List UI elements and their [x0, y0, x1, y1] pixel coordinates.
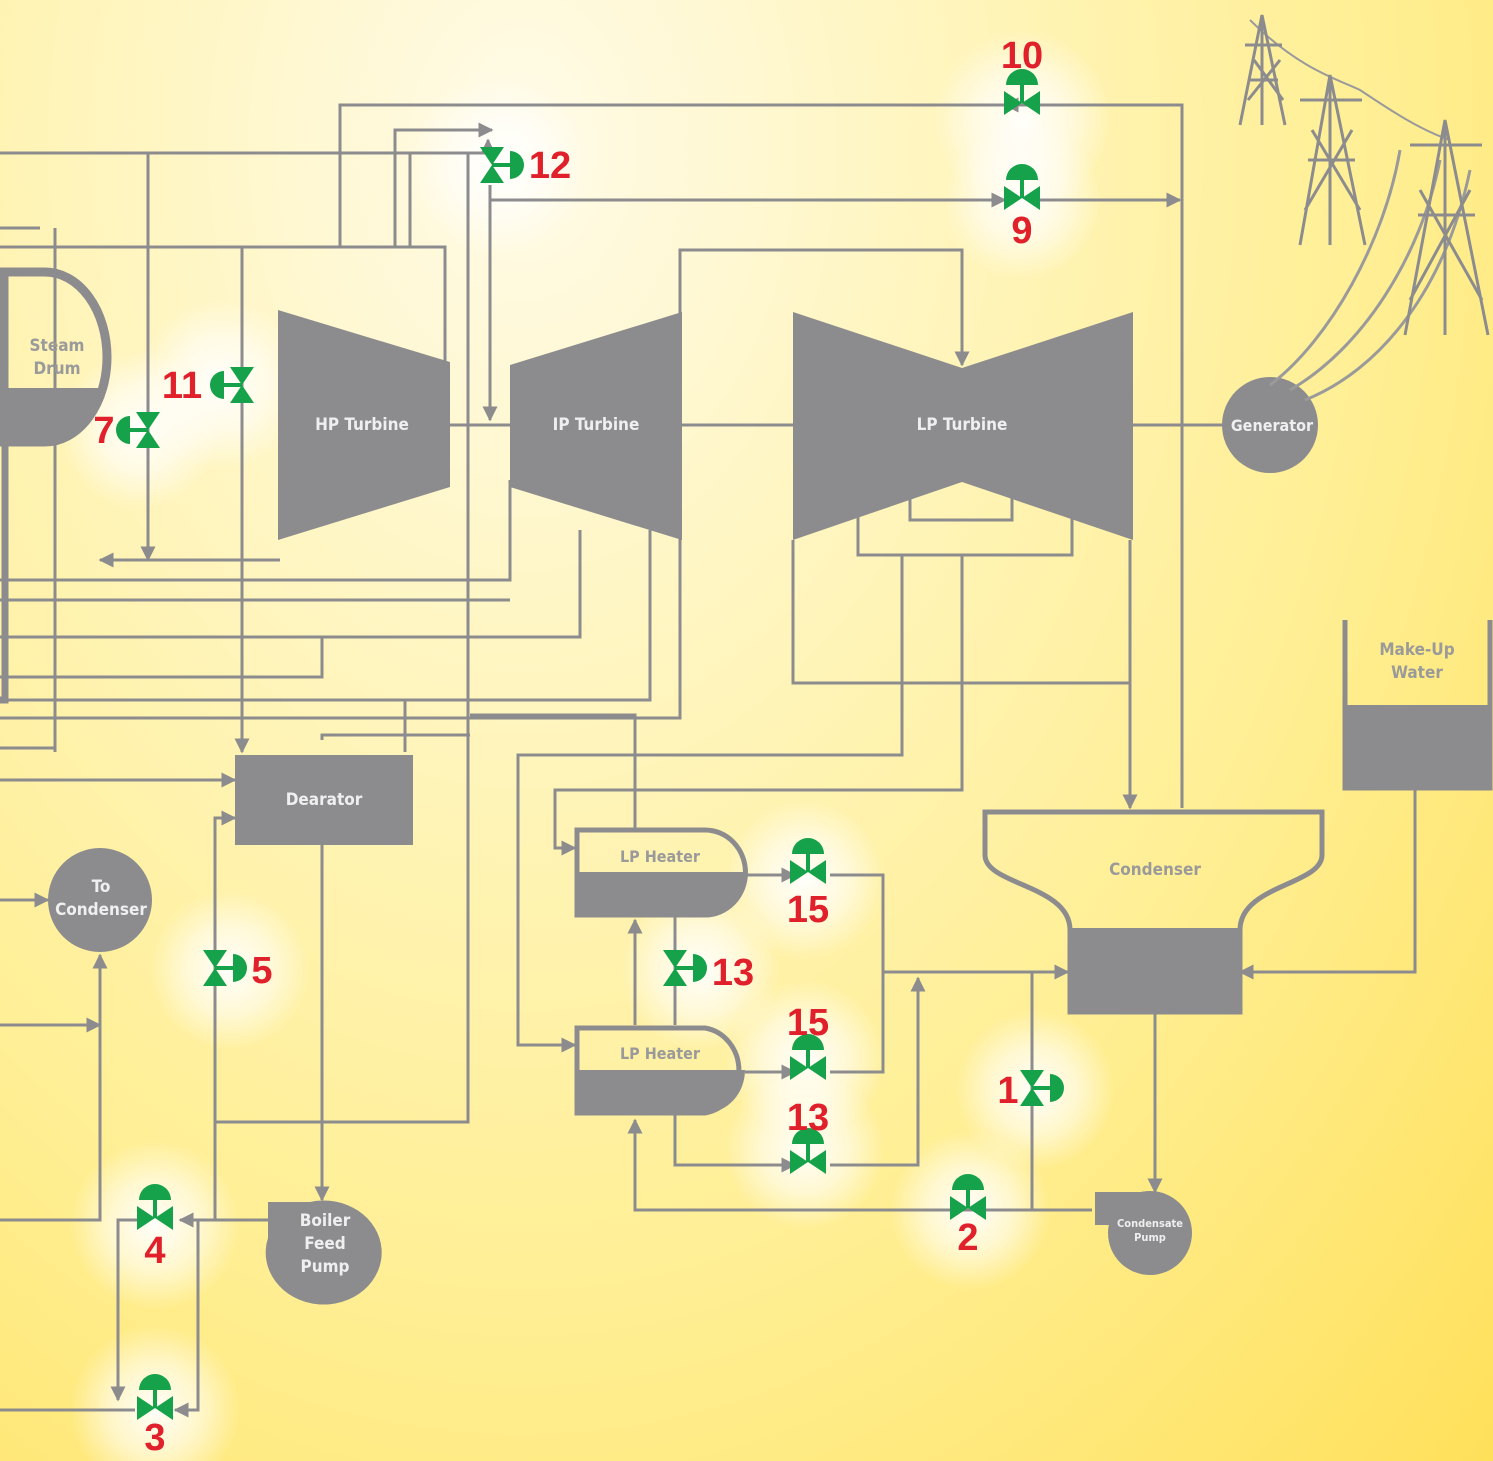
valve-number-5: 5	[251, 950, 272, 992]
control-valve-icon	[790, 838, 826, 884]
generator-label: Generator	[1231, 416, 1314, 435]
control-valve-icon	[790, 1128, 826, 1174]
valves	[116, 69, 1064, 1420]
valve-number-10: 10	[1001, 35, 1043, 77]
valve-number-13-upper: 13	[712, 952, 754, 994]
lp-turbine-label: LP Turbine	[917, 415, 1008, 435]
hp-turbine-label: HP Turbine	[315, 415, 409, 435]
lp-turbine: LP Turbine	[793, 312, 1133, 540]
hp-turbine: HP Turbine	[278, 310, 450, 540]
condenser-label: Condenser	[1109, 860, 1201, 880]
valve-number-12: 12	[529, 145, 571, 187]
control-valve-icon	[480, 147, 524, 183]
control-valve-icon	[1020, 1070, 1064, 1106]
control-valve-icon	[137, 1184, 173, 1230]
ip-turbine-label: IP Turbine	[553, 415, 640, 435]
valve-number-13-lower: 13	[787, 1097, 829, 1139]
lp-heater-top: LP Heater	[574, 827, 748, 918]
control-valve-icon	[203, 950, 247, 986]
valve-number-9: 9	[1011, 210, 1032, 252]
control-valve-icon	[950, 1174, 986, 1220]
valve-number-3: 3	[144, 1417, 165, 1459]
control-valve-icon	[137, 1374, 173, 1420]
condenser: Condenser	[982, 809, 1325, 1015]
generator: Generator	[1222, 377, 1318, 473]
control-valve-icon	[663, 950, 707, 986]
control-valve-icon	[116, 412, 160, 448]
lp-heater-top-label: LP Heater	[620, 847, 701, 866]
ip-turbine: IP Turbine	[510, 312, 682, 540]
valve-number-1: 1	[997, 1070, 1018, 1112]
control-valve-icon	[210, 367, 254, 403]
control-valve-icon	[1004, 69, 1040, 115]
valve-numbers: 10 12 9 11 7 5 15 13 15 13 1 2 4 3	[93, 35, 1043, 1459]
control-valve-icon	[790, 1034, 826, 1080]
deaerator-label: Dearator	[286, 790, 363, 810]
valve-number-15-upper: 15	[787, 889, 829, 931]
valve-number-11: 11	[162, 365, 202, 407]
piping	[0, 97, 1417, 1418]
valve-number-15-lower: 15	[787, 1002, 829, 1044]
control-valve-icon	[1004, 164, 1040, 210]
valve-number-4: 4	[144, 1230, 165, 1272]
valve-number-2: 2	[957, 1217, 978, 1259]
lp-heater-bottom-label: LP Heater	[620, 1044, 701, 1063]
lp-heater-bottom: LP Heater	[574, 1025, 745, 1116]
valve-number-7: 7	[93, 410, 114, 452]
transmission-tower-icon	[1238, 14, 1490, 336]
deaerator: Dearator	[235, 755, 413, 845]
